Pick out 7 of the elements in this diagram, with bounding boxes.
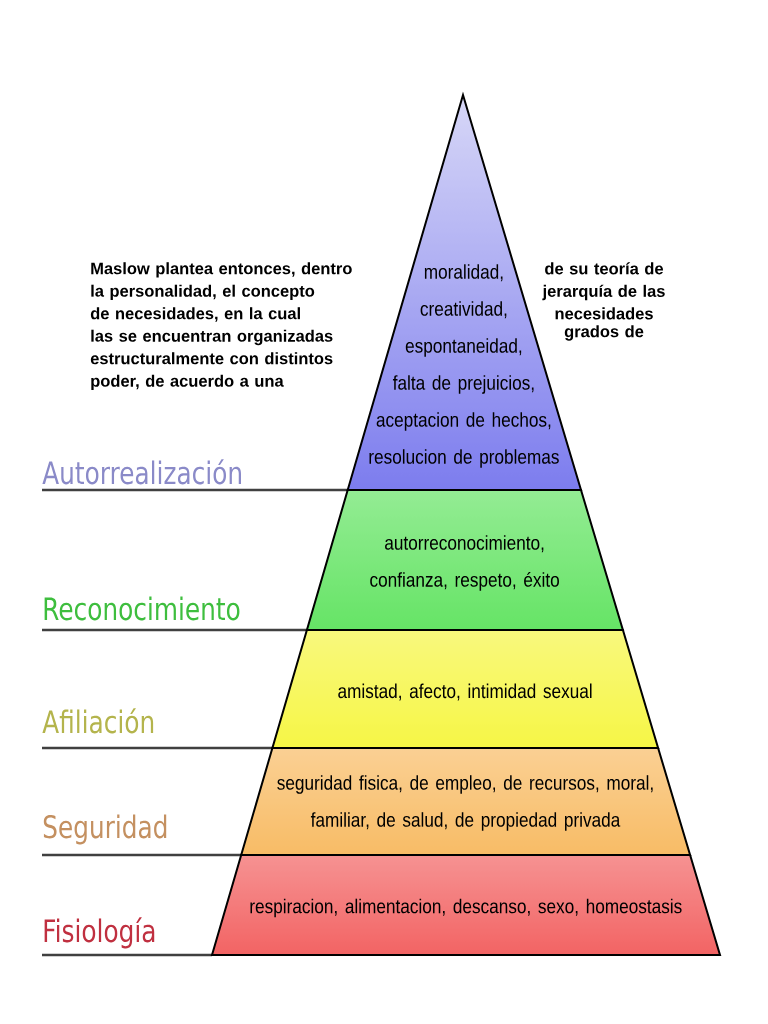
pyramid-level: amistad, afecto, intimidad sexual bbox=[271, 629, 660, 749]
level-label: Fisiología bbox=[44, 917, 155, 949]
pyramid-level: autorreconocimiento, confianza, respeto, éxito bbox=[305, 489, 625, 631]
level-label: Reconocimiento bbox=[44, 596, 240, 621]
level-label: Autorrealización bbox=[42, 459, 241, 485]
level-label: Seguridad bbox=[43, 814, 167, 845]
level-label: Afiliación bbox=[42, 708, 154, 734]
